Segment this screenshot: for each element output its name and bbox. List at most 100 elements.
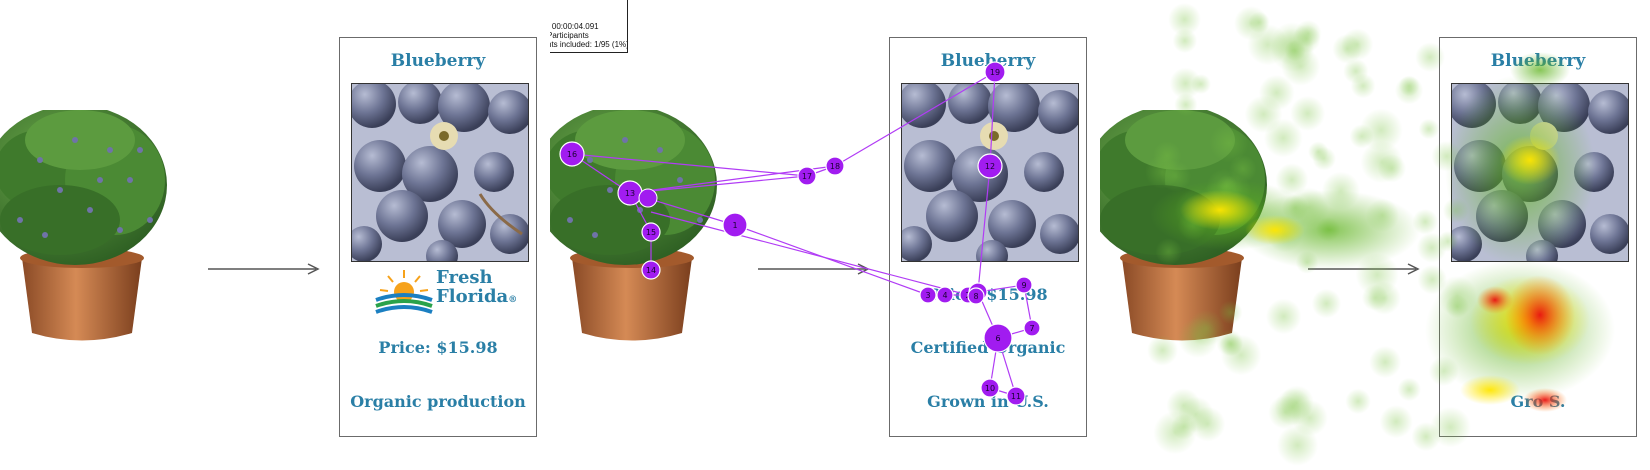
arrow-right-icon: [208, 263, 320, 275]
heat-blob: [1155, 238, 1183, 265]
heat-blob: [1159, 160, 1192, 192]
fixation-label: 7: [1029, 324, 1034, 333]
heatmap-overlay: [1145, 3, 1615, 466]
heat-blob: [1379, 405, 1413, 439]
heat-blob: [1417, 264, 1448, 295]
fixation-label: 16: [567, 150, 577, 159]
heat-blob: [1216, 329, 1244, 357]
fixation-point: 4: [936, 286, 954, 304]
heat-blob: [1244, 95, 1283, 134]
heat-blob: [1311, 288, 1342, 319]
heat-blob: [1270, 22, 1314, 66]
heat-blob: [1275, 163, 1309, 197]
heat-blob: [1397, 377, 1421, 402]
fixation-point: 12: [977, 153, 1003, 179]
product-title: Blueberry: [940, 51, 1036, 71]
blueberries-photo: [901, 83, 1079, 262]
heat-blob: [1369, 346, 1402, 379]
product-title: Blueberry: [390, 51, 486, 71]
saccade-line: [734, 224, 929, 296]
saccade-line: [571, 153, 808, 177]
fixation-point: 19: [984, 61, 1006, 83]
heat-blob: [1228, 154, 1257, 183]
heat-blob: [1172, 28, 1198, 54]
legend-time-range: - 00:00:04.091: [550, 22, 599, 31]
saccade-line: [989, 71, 996, 167]
stimulus-panel: Blueberry: [0, 0, 550, 470]
fixation-point: 17: [797, 166, 817, 186]
price-label: Price: $15.98: [378, 338, 498, 357]
fixation-point: 1: [722, 212, 748, 238]
fixation-point: 18: [825, 156, 845, 176]
fixation-label: 18: [830, 162, 840, 171]
fixation-label: 13: [625, 189, 635, 198]
fixation-point: 10: [980, 378, 1000, 398]
heat-blob: [1248, 11, 1270, 34]
saccade-line: [629, 175, 808, 194]
fixation-point: 14: [641, 260, 661, 280]
fixation-label: 10: [985, 384, 995, 393]
heat-blob: [1174, 93, 1198, 117]
heat-blob: [1268, 395, 1302, 430]
saccade-line: [650, 211, 969, 296]
heat-blob: [1360, 140, 1403, 184]
product-card: Blueberry Price: $15.98 Certified Organi…: [889, 37, 1087, 437]
heat-blob: [1359, 108, 1403, 152]
logo-line-fresh: Fresh: [436, 267, 493, 288]
fixation-label: 1: [732, 221, 737, 230]
legend-included: nts included: 1/95 (1%): [550, 40, 628, 49]
fixation-point: 3: [919, 286, 937, 304]
heat-blob: [1308, 141, 1329, 162]
heat-blob: [1276, 424, 1319, 466]
heat-blob: [1190, 406, 1226, 442]
fixation-label: 12: [985, 162, 995, 171]
organic-claim: Organic production: [350, 392, 526, 411]
heat-blob: [1415, 42, 1445, 73]
fixation-label: 4: [942, 291, 947, 300]
fixation-point: [638, 188, 658, 208]
fixation-label: 6: [995, 334, 1000, 343]
fixation-label: 14: [646, 266, 656, 275]
heat-blob: [1437, 231, 1459, 252]
fixation-label: 17: [802, 172, 812, 181]
heat-blob: [1411, 422, 1441, 452]
fixation-point: 13: [617, 180, 643, 206]
fixation-point: 15: [641, 222, 661, 242]
logo-line-florida: Florida: [436, 286, 509, 307]
gaze-plot-panel: Blueberry Price: $15.98 Certified Organi…: [550, 0, 1100, 470]
heat-blob: [1209, 123, 1249, 163]
fixation-point: 9: [1015, 276, 1033, 294]
potted-blueberry-bush-image: [0, 110, 167, 341]
fixation-label: 3: [925, 291, 930, 300]
heat-blob: [1169, 67, 1202, 100]
fixation-label: 11: [1011, 392, 1021, 401]
legend-participants: Participants: [550, 31, 589, 40]
heat-blob: [1218, 300, 1243, 325]
heat-blob: [1332, 34, 1363, 64]
heat-blob: [1394, 76, 1424, 105]
logo-registered-mark: ®: [508, 295, 518, 305]
fresh-florida-logo: Fresh Florida®: [374, 266, 517, 318]
heatmap-panel: Blueberry Gro S.: [1100, 0, 1650, 470]
heat-blob: [1177, 317, 1219, 359]
heat-blob: [1265, 298, 1302, 335]
fixation-point: 16: [559, 141, 585, 167]
gaze-plot-overlay: 12345678910111213141516171819: [559, 61, 1041, 406]
heat-blob: [1290, 95, 1326, 131]
fixation-label: 15: [646, 228, 656, 237]
fixation-label: 19: [990, 68, 1000, 77]
fixation-point: 7: [1023, 319, 1041, 337]
gaze-legend-box: - 00:00:04.091 Participants nts included…: [550, 0, 628, 53]
fixation-label: 8: [973, 292, 978, 301]
heat-blob: [1418, 118, 1440, 140]
heat-blob: [1350, 73, 1376, 99]
heat-blob: [1345, 388, 1371, 415]
heat-blob: [1168, 3, 1201, 36]
fixation-point: 11: [1006, 386, 1026, 406]
product-card: Blueberry: [339, 37, 537, 437]
saccade-line: [834, 71, 996, 167]
heat-blob: [1147, 334, 1178, 366]
fixation-label: 9: [1021, 281, 1026, 290]
blueberries-photo: [351, 83, 529, 262]
saccade-line: [977, 165, 991, 293]
